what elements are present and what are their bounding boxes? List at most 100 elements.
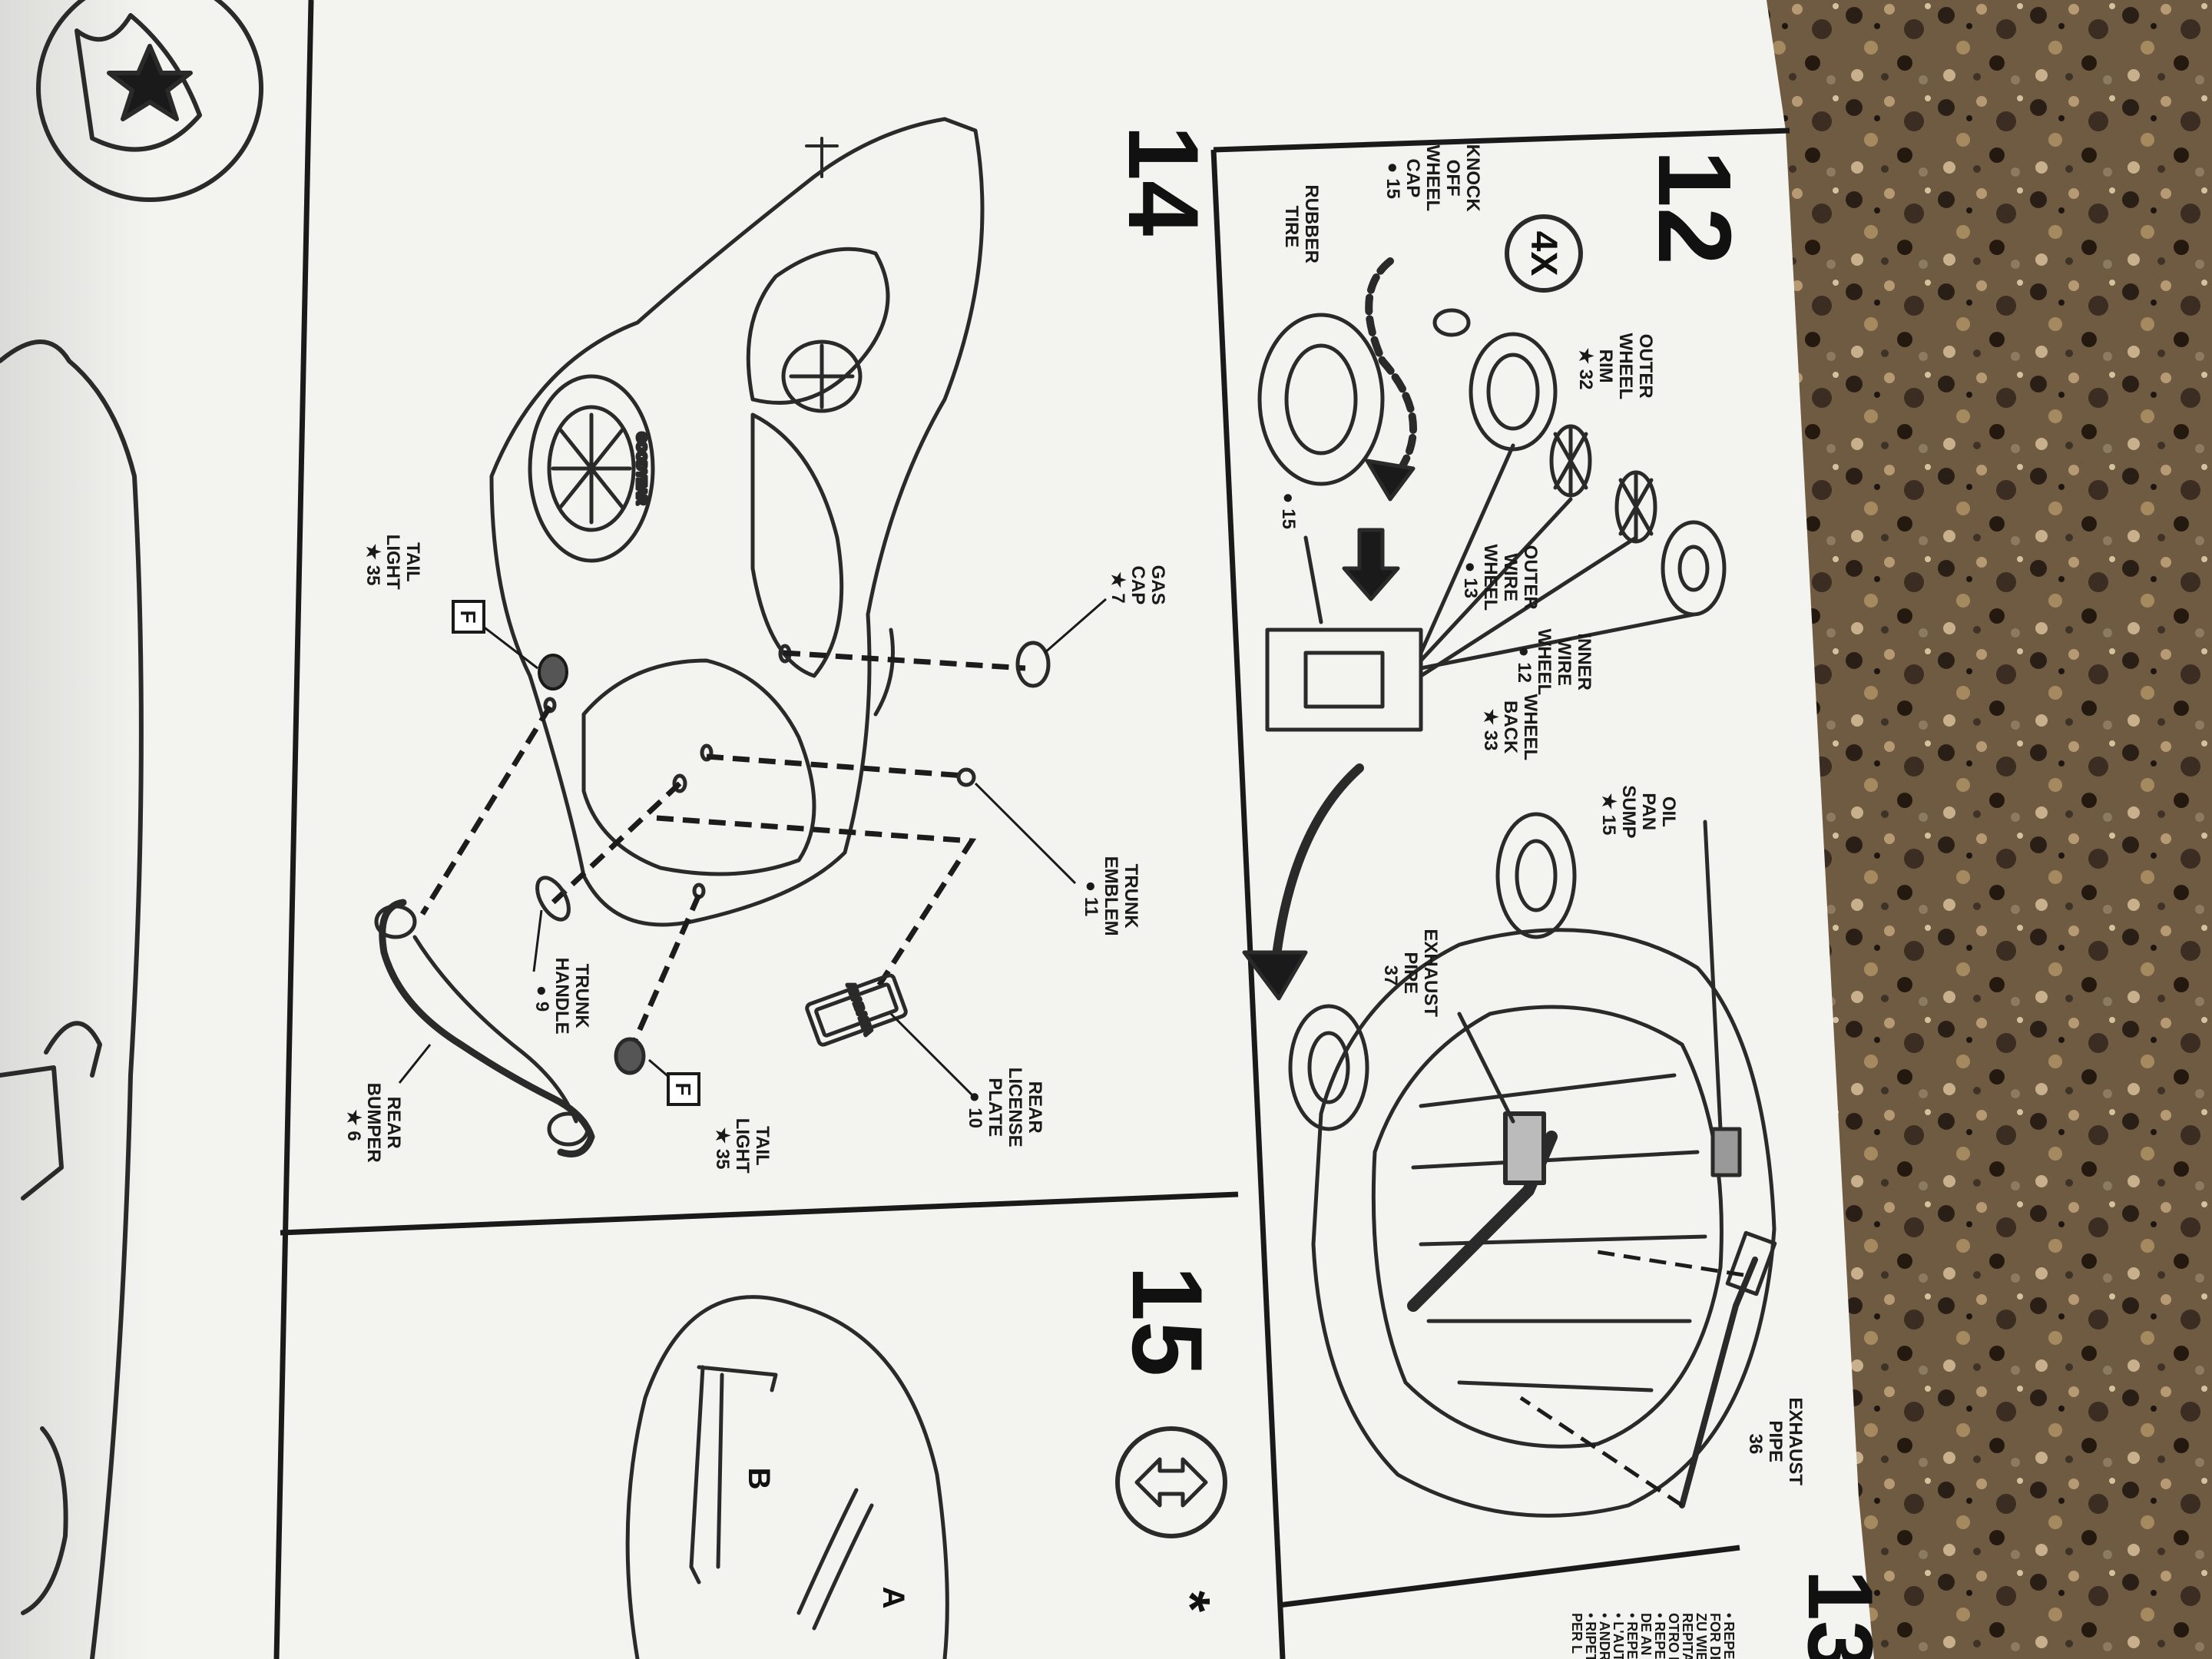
knock-off-cap	[1432, 308, 1471, 337]
trunk-handle-label-2: HANDLE	[551, 958, 572, 1035]
repeat-badge	[1505, 214, 1583, 293]
step-13-number: 13	[1789, 1569, 1892, 1659]
outer-wire-label-2: WIRE	[1500, 553, 1521, 601]
step-12-number: 12	[1637, 150, 1753, 265]
knock-off-label-2: OFF	[1442, 160, 1463, 197]
license-plate-label-3: PLATE	[985, 1078, 1005, 1137]
steering-wheel	[781, 339, 863, 413]
wheel-assembly-diagram	[1242, 257, 1727, 1001]
exhaust37-label-2: PIPE	[1400, 952, 1421, 994]
tire-brand: GOODYEAR	[634, 432, 647, 505]
outer-wire-label-4: ● 13	[1460, 561, 1481, 598]
svg-text:RUBBER TIRE: RUBBER TIRE	[1281, 184, 1322, 268]
step-13-line-8: • REPETEZ	[1624, 1613, 1640, 1659]
knock-off-label-1: KNOCK	[1462, 144, 1483, 213]
step-15-asterisk: *	[1159, 1591, 1220, 1612]
rotation-arrow-icon	[1365, 257, 1417, 495]
svg-text:TRUNK EMBLEM ● 11: TRUNK EMBLEM ● 11	[1081, 856, 1141, 942]
tail-light-code-top: F	[452, 600, 485, 634]
step-15: 15 * B A	[625, 1266, 1227, 1659]
outer-wire-label-1: OUTER	[1520, 545, 1541, 610]
down-arrow-icon	[1342, 528, 1400, 601]
outer-wire-label-3: WHEEL	[1480, 545, 1501, 611]
knock-off-label-4: CAP	[1402, 159, 1423, 198]
gas-cap-label-3: ★ 7	[1108, 571, 1128, 604]
rear-bumper-label-3: ★ 6	[343, 1109, 364, 1141]
trunk-handle-label-3: ● 9	[531, 985, 552, 1012]
knock-off-label-5: ● 15	[1382, 162, 1403, 199]
repeat-count: 4X	[1523, 231, 1564, 276]
license-plate-label-2: LICENSE	[1005, 1068, 1025, 1147]
tail-light-top-label-3: ★ 35	[363, 544, 383, 586]
trunk-emblem-part	[956, 767, 976, 787]
tail-light-top-label-1: TAIL	[402, 542, 423, 581]
trunk-emblem-label-3: ● 11	[1081, 881, 1101, 917]
tail-light-top-label-2: LIGHT	[382, 535, 403, 590]
tail-light-code-bottom: F	[667, 1072, 700, 1106]
wheel-loose-bottom	[1288, 1004, 1369, 1131]
step-13-line-9: • L'AUTRE	[1611, 1613, 1626, 1659]
tail-light-bottom-label-3: ★ 35	[712, 1128, 733, 1170]
tail-light-bottom-label-1: TAIL	[752, 1126, 773, 1165]
step-13-line-6: • REPEAT	[1652, 1613, 1667, 1659]
wheel-back-label-1: WHEEL	[1520, 694, 1541, 760]
step-14: 14 GOODYEAR	[343, 117, 1220, 1179]
exhaust36-label-2: PIPE	[1765, 1420, 1786, 1462]
svg-text:WHEEL BACK ★ 33: WHEEL BACK ★ 33	[1480, 694, 1541, 766]
svg-text:OUTER WIRE WHEEL: OUTER WIRE WHEEL ● 13	[1460, 545, 1541, 616]
rubber-tire-label-1: RUBBER	[1301, 184, 1322, 263]
wheel-loose-top	[1495, 812, 1577, 939]
step-13: 13 • REPEAT F FOR DE F ZU WIEDE REPITASI…	[1569, 1569, 1892, 1659]
marker-15: ● 15	[1278, 492, 1299, 529]
svg-text:TRUNK HANDLE ● 9: TRUNK HANDLE ● 9	[531, 958, 592, 1040]
svg-text:REAR LICENSE PLATE: REAR LICENSE PLATE ● 10	[965, 1068, 1045, 1153]
step-13-line-11: • RIPETE	[1583, 1613, 1598, 1659]
rubber-tire-label-2: TIRE	[1281, 206, 1302, 248]
oil-pan-label-2: PAN	[1638, 793, 1659, 830]
trunk-emblem-label-2: EMBLEM	[1101, 856, 1121, 936]
step-13-line-3: ZU WIEDE	[1694, 1613, 1709, 1659]
outer-rim-label-2: WHEEL	[1615, 333, 1636, 399]
car-underside-drawing	[1288, 812, 1777, 1518]
oil-pan-label-1: OIL	[1658, 796, 1679, 827]
tail-light-bottom-label-2: LIGHT	[732, 1118, 753, 1174]
oil-pan-label-4: ★ 15	[1598, 793, 1619, 836]
symmetric-parts-icon	[1115, 1426, 1227, 1538]
step-13-line-7: DE AN	[1638, 1613, 1654, 1655]
gas-cap-part	[1015, 641, 1051, 688]
svg-text:EXHAUST PIPE 37: EXHAUST PIPE 37	[1380, 929, 1441, 1022]
trunk-handle-part	[535, 876, 571, 922]
rear-bumper-label-1: REAR	[383, 1097, 404, 1149]
step-13-line-10: • ANDRA L	[1597, 1613, 1612, 1659]
panel-borders	[273, 0, 1790, 1659]
step-14-number: 14	[1108, 125, 1220, 237]
rear-wheel	[528, 374, 655, 563]
step-13-line-4: REPITASI	[1680, 1613, 1695, 1659]
step-13-line-2: FOR DE F	[1707, 1613, 1723, 1659]
inner-wire-label-1: INNER	[1574, 633, 1594, 690]
svg-text:• REPEAT F FOR DE F: • REPEAT F FOR DE F ZU WIEDE REPITASI OT…	[1569, 1613, 1737, 1659]
car-body-drawing: GOODYEAR	[489, 117, 985, 927]
oil-pan-label-3: SUMP	[1618, 785, 1639, 838]
rubber-tire	[1257, 313, 1385, 486]
outer-rim-label-3: RIM	[1595, 349, 1616, 383]
inner-wire-label-2: WIRE	[1554, 637, 1575, 686]
svg-text:F: F	[456, 610, 480, 623]
svg-text:TAIL LIGHT ★ 35: TAIL LIGHT ★ 35	[712, 1118, 773, 1179]
trunk-handle-label-1: TRUNK	[571, 964, 592, 1029]
step-13-line-5: OTRO LA	[1666, 1613, 1681, 1659]
svg-text:GAS CAP ★ 7: GAS CAP ★ 7	[1108, 565, 1168, 611]
exhaust37-label-1: EXHAUST	[1420, 929, 1441, 1017]
inner-wire-label-3: WHEEL	[1534, 629, 1555, 695]
gas-cap-label-2: CAP	[1128, 566, 1148, 605]
tail-light-installed-top	[538, 654, 568, 690]
exhaust37-label-3: 37	[1380, 965, 1401, 986]
license-plate-label-1: REAR	[1025, 1081, 1045, 1134]
knock-off-label-3: WHEEL	[1422, 145, 1443, 211]
exhaust36-label-3: 36	[1745, 1434, 1766, 1455]
assembly-dash-lines	[420, 650, 1026, 1054]
svg-text:OIL PAN SUMP: OIL PAN SUMP ★ 15	[1598, 785, 1679, 843]
exhaust36-label-1: EXHAUST	[1785, 1397, 1806, 1485]
step-13-line-12: PER L	[1569, 1613, 1584, 1654]
